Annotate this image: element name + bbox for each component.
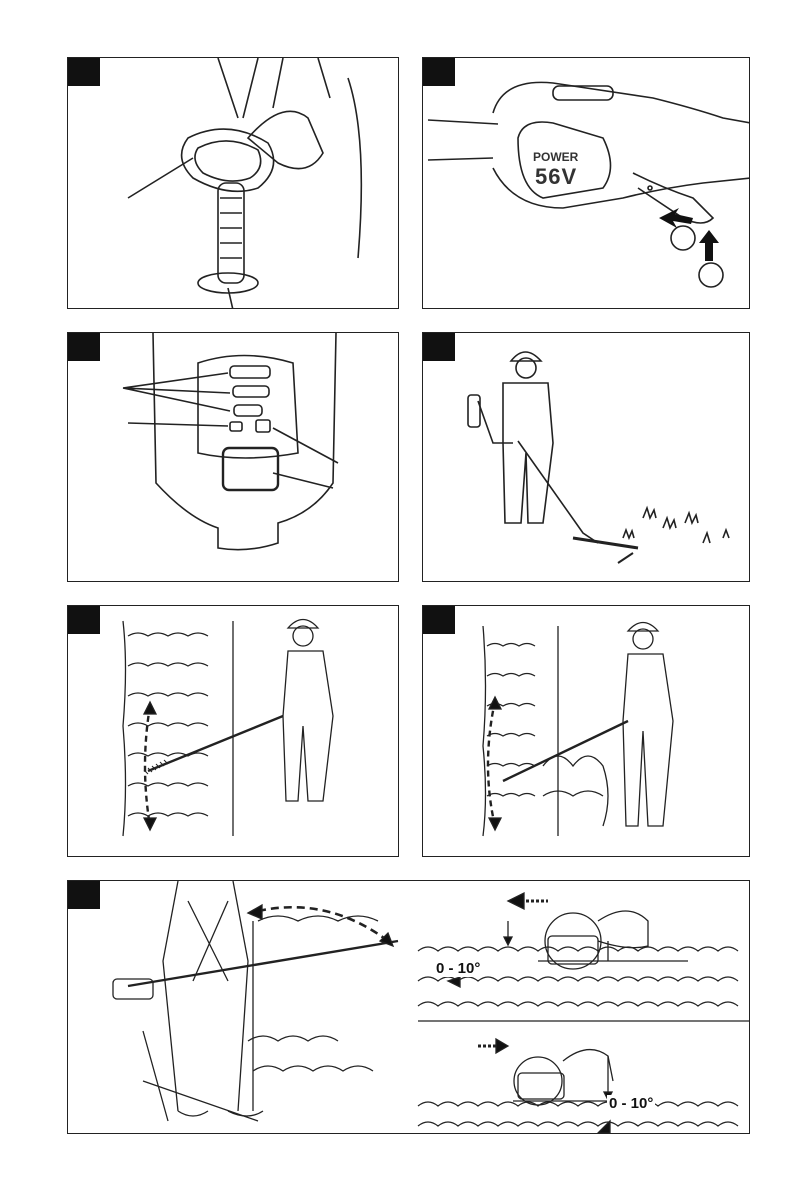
arrow-icons — [423, 58, 750, 309]
trimming-operator-illustration — [423, 333, 750, 582]
indicator-led — [230, 422, 242, 431]
power-button — [223, 448, 278, 490]
figure-panel-power-handle: POWER 56V — [422, 57, 750, 309]
figure-panel-strap — [67, 57, 399, 309]
hedge-side-illustration — [68, 606, 399, 857]
figure-panel-hedge-side — [67, 605, 399, 857]
battery-level-led — [230, 366, 270, 378]
strap-handle-illustration — [68, 58, 399, 309]
battery-level-led — [234, 405, 262, 416]
figure-panel-hedge-side-alt — [422, 605, 750, 857]
control-panel-illustration — [68, 333, 399, 582]
figure-panel-control-panel — [67, 332, 399, 582]
mode-indicator — [256, 420, 270, 432]
hedge-side-alt-illustration — [423, 606, 750, 857]
cutting-angle-label-top: 0 - 10° — [434, 960, 482, 977]
figure-panel-hedge-top: 0 - 10° 0 - 10° — [67, 880, 750, 1134]
cutting-angle-label-bottom: 0 - 10° — [607, 1095, 655, 1112]
figure-panel-trimming — [422, 332, 750, 582]
battery-level-led — [233, 386, 269, 397]
